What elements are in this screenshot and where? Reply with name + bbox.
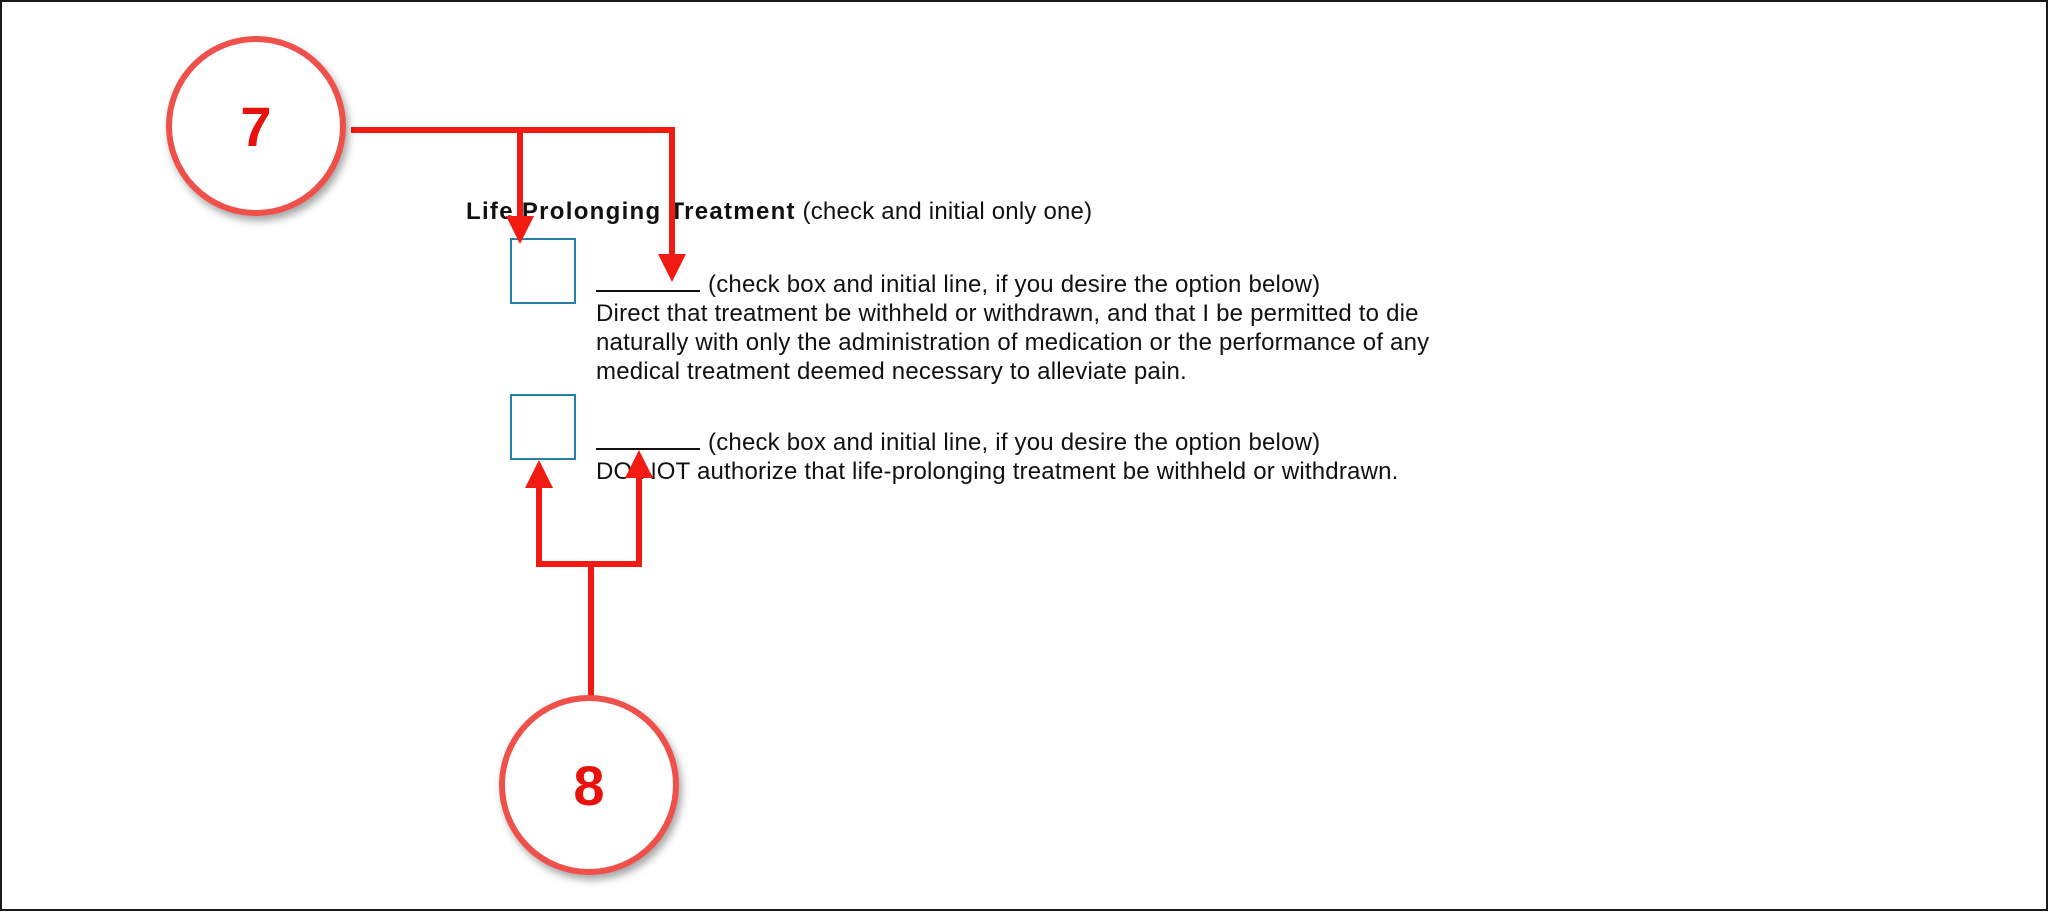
option-1-checkbox[interactable] [510,238,576,304]
section-title: Life Prolonging Treatment (check and ini… [466,197,1092,226]
option-2-instruction: (check box and initial line, if you desi… [708,429,1321,456]
option-2-block: (check box and initial line, if you desi… [596,426,1399,486]
callout-number-7: 7 [240,94,272,158]
option-1-text-line-3: medical treatment deemed necessary to al… [596,358,1187,385]
option-1-instruction: (check box and initial line, if you desi… [708,271,1321,298]
option-1-block: (check box and initial line, if you desi… [596,268,1429,386]
callout-badge-7: 7 [166,36,346,216]
option-2-instruction-row: (check box and initial line, if you desi… [596,426,1399,457]
arrowhead-up-checkbox-icon [525,460,553,488]
section-title-instruction: (check and initial only one) [802,198,1093,225]
option-2-initial-line[interactable] [596,426,700,450]
option-2-text-line-1: DO NOT authorize that life-prolonging tr… [596,458,1399,485]
option-1-instruction-row: (check box and initial line, if you desi… [596,268,1429,299]
option-1-initial-line[interactable] [596,268,700,292]
callout-number-8: 8 [573,753,605,817]
section-title-bold: Life Prolonging Treatment [466,198,796,225]
option-1-text-line-2: naturally with only the administration o… [596,329,1430,356]
callout-badge-8: 8 [499,695,679,875]
option-1-text-line-1: Direct that treatment be withheld or wit… [596,300,1419,327]
option-2-checkbox[interactable] [510,394,576,460]
